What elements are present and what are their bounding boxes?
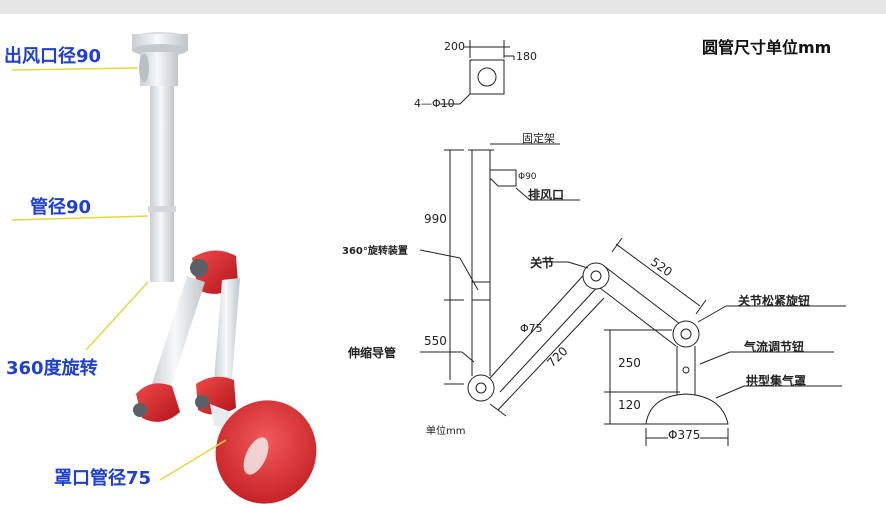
joint-label: 关节: [530, 256, 555, 270]
exhaust-hood: [215, 400, 317, 504]
drawing-title: 圆管尺寸单位mm: [702, 38, 832, 57]
exhaust-port-label: 排风口: [528, 188, 565, 202]
tension-knob-label: 关节松紧旋钮: [738, 294, 811, 308]
flange-height-dim: 180: [516, 50, 537, 63]
swivel-label: 360°旋转装置: [342, 246, 408, 257]
telescope-label: 伸缩导管: [348, 346, 397, 360]
length-250-dim: 250: [618, 356, 641, 370]
outlet-diameter-label: 出风口径90: [4, 46, 102, 67]
hood-label: 拱型集气罩: [746, 374, 807, 388]
arm-diameter-dim: Φ75: [520, 322, 543, 335]
exhaust-diameter-dim: Φ90: [518, 172, 537, 182]
telescopic-arm: [150, 276, 205, 396]
hood-diameter-dim: Φ375: [668, 428, 701, 442]
pipe-diameter-label: 管径90: [30, 197, 92, 218]
bracket-label: 固定架: [522, 132, 555, 145]
length-120-dim: 120: [618, 398, 641, 412]
length-550-dim: 550: [424, 334, 447, 348]
unit-note: 单位mm: [426, 426, 466, 437]
hood-diameter-label: 罩口管径75: [54, 468, 152, 489]
mount-holes-label: 4—Φ10: [414, 97, 455, 110]
hood-joint: [195, 376, 242, 430]
vertical-pipe: [150, 86, 174, 282]
flange-width-dim: 200: [444, 40, 465, 53]
rotation-label: 360度旋转: [6, 358, 98, 379]
length-990-dim: 990: [424, 212, 447, 226]
lower-joint: [133, 383, 180, 422]
airflow-knob-label: 气流调节钮: [744, 340, 805, 354]
upper-arm: [214, 278, 240, 380]
